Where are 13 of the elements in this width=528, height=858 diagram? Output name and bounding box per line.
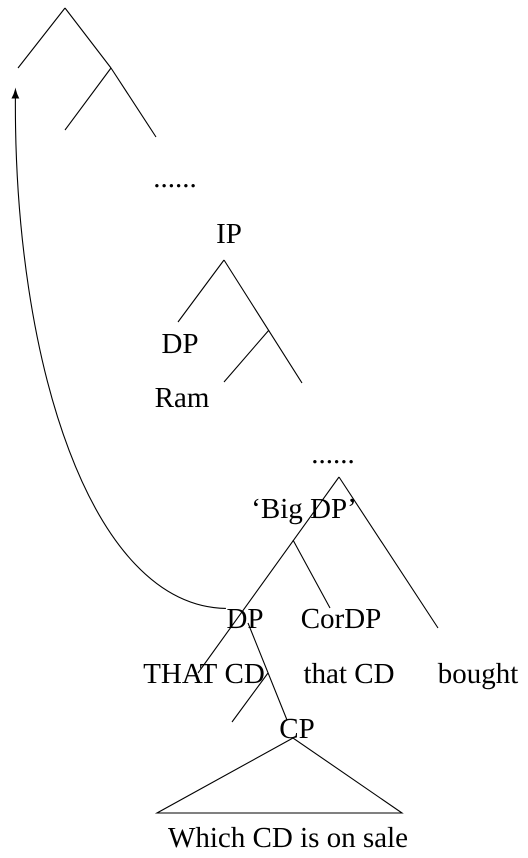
- tree-label: CP: [280, 718, 314, 738]
- tree-label: IP: [217, 224, 241, 243]
- tree-label: THAT CD: [144, 664, 264, 684]
- tree-label: DP: [162, 334, 198, 354]
- tree-label: bought: [438, 662, 518, 690]
- tree-label: ......: [313, 460, 353, 464]
- tree-fragment-drawing: [17, 7, 157, 138]
- tree-label: that CD: [304, 662, 394, 684]
- tree-label: CorDP: [302, 608, 380, 628]
- movement-arrow: [12, 89, 226, 609]
- tree-label: Ram: [155, 388, 209, 408]
- tree-label: Which CD is on sale: [168, 826, 408, 848]
- tree-label: ......: [155, 184, 195, 188]
